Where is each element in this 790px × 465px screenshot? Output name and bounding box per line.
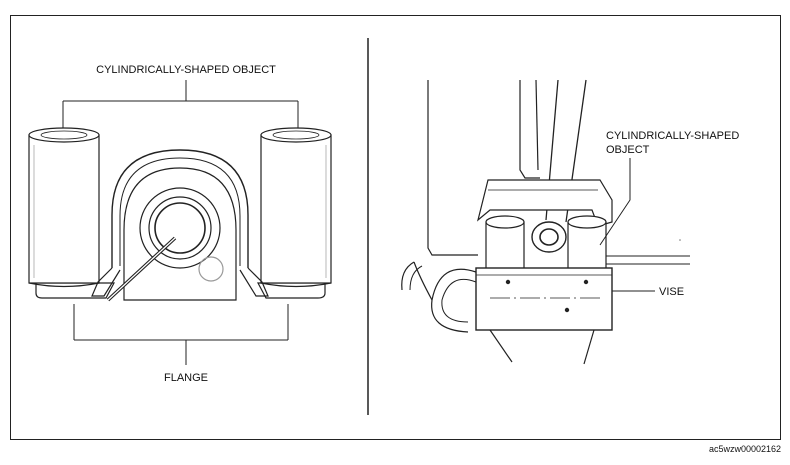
right-panel <box>401 79 690 365</box>
flange-bracket <box>91 149 269 297</box>
right-object-label-line1: CYLINDRICALLY-SHAPED <box>606 130 739 142</box>
vise-label: VISE <box>659 286 684 298</box>
figure-frame <box>10 15 781 440</box>
flange-label: FLANGE <box>164 372 208 384</box>
left-cylinder <box>28 127 100 288</box>
vehicle-frame <box>427 80 690 265</box>
figure-code: ac5wzw00002162 <box>709 444 781 454</box>
bushing <box>123 167 237 301</box>
top-label-leader <box>62 80 299 128</box>
hose <box>401 261 477 333</box>
cylindrical-object <box>485 215 607 271</box>
pry-tool <box>106 236 177 302</box>
right-object-label-line2: OBJECT <box>606 144 650 156</box>
top-object-label: CYLINDRICALLY-SHAPED OBJECT <box>96 64 276 76</box>
right-cylinder <box>260 127 332 288</box>
bottom-label-leader <box>73 304 289 365</box>
left-panel <box>28 80 332 365</box>
vise-upper-jaw <box>476 179 613 227</box>
vise-block <box>475 267 613 365</box>
right-label-leaders <box>599 158 655 292</box>
